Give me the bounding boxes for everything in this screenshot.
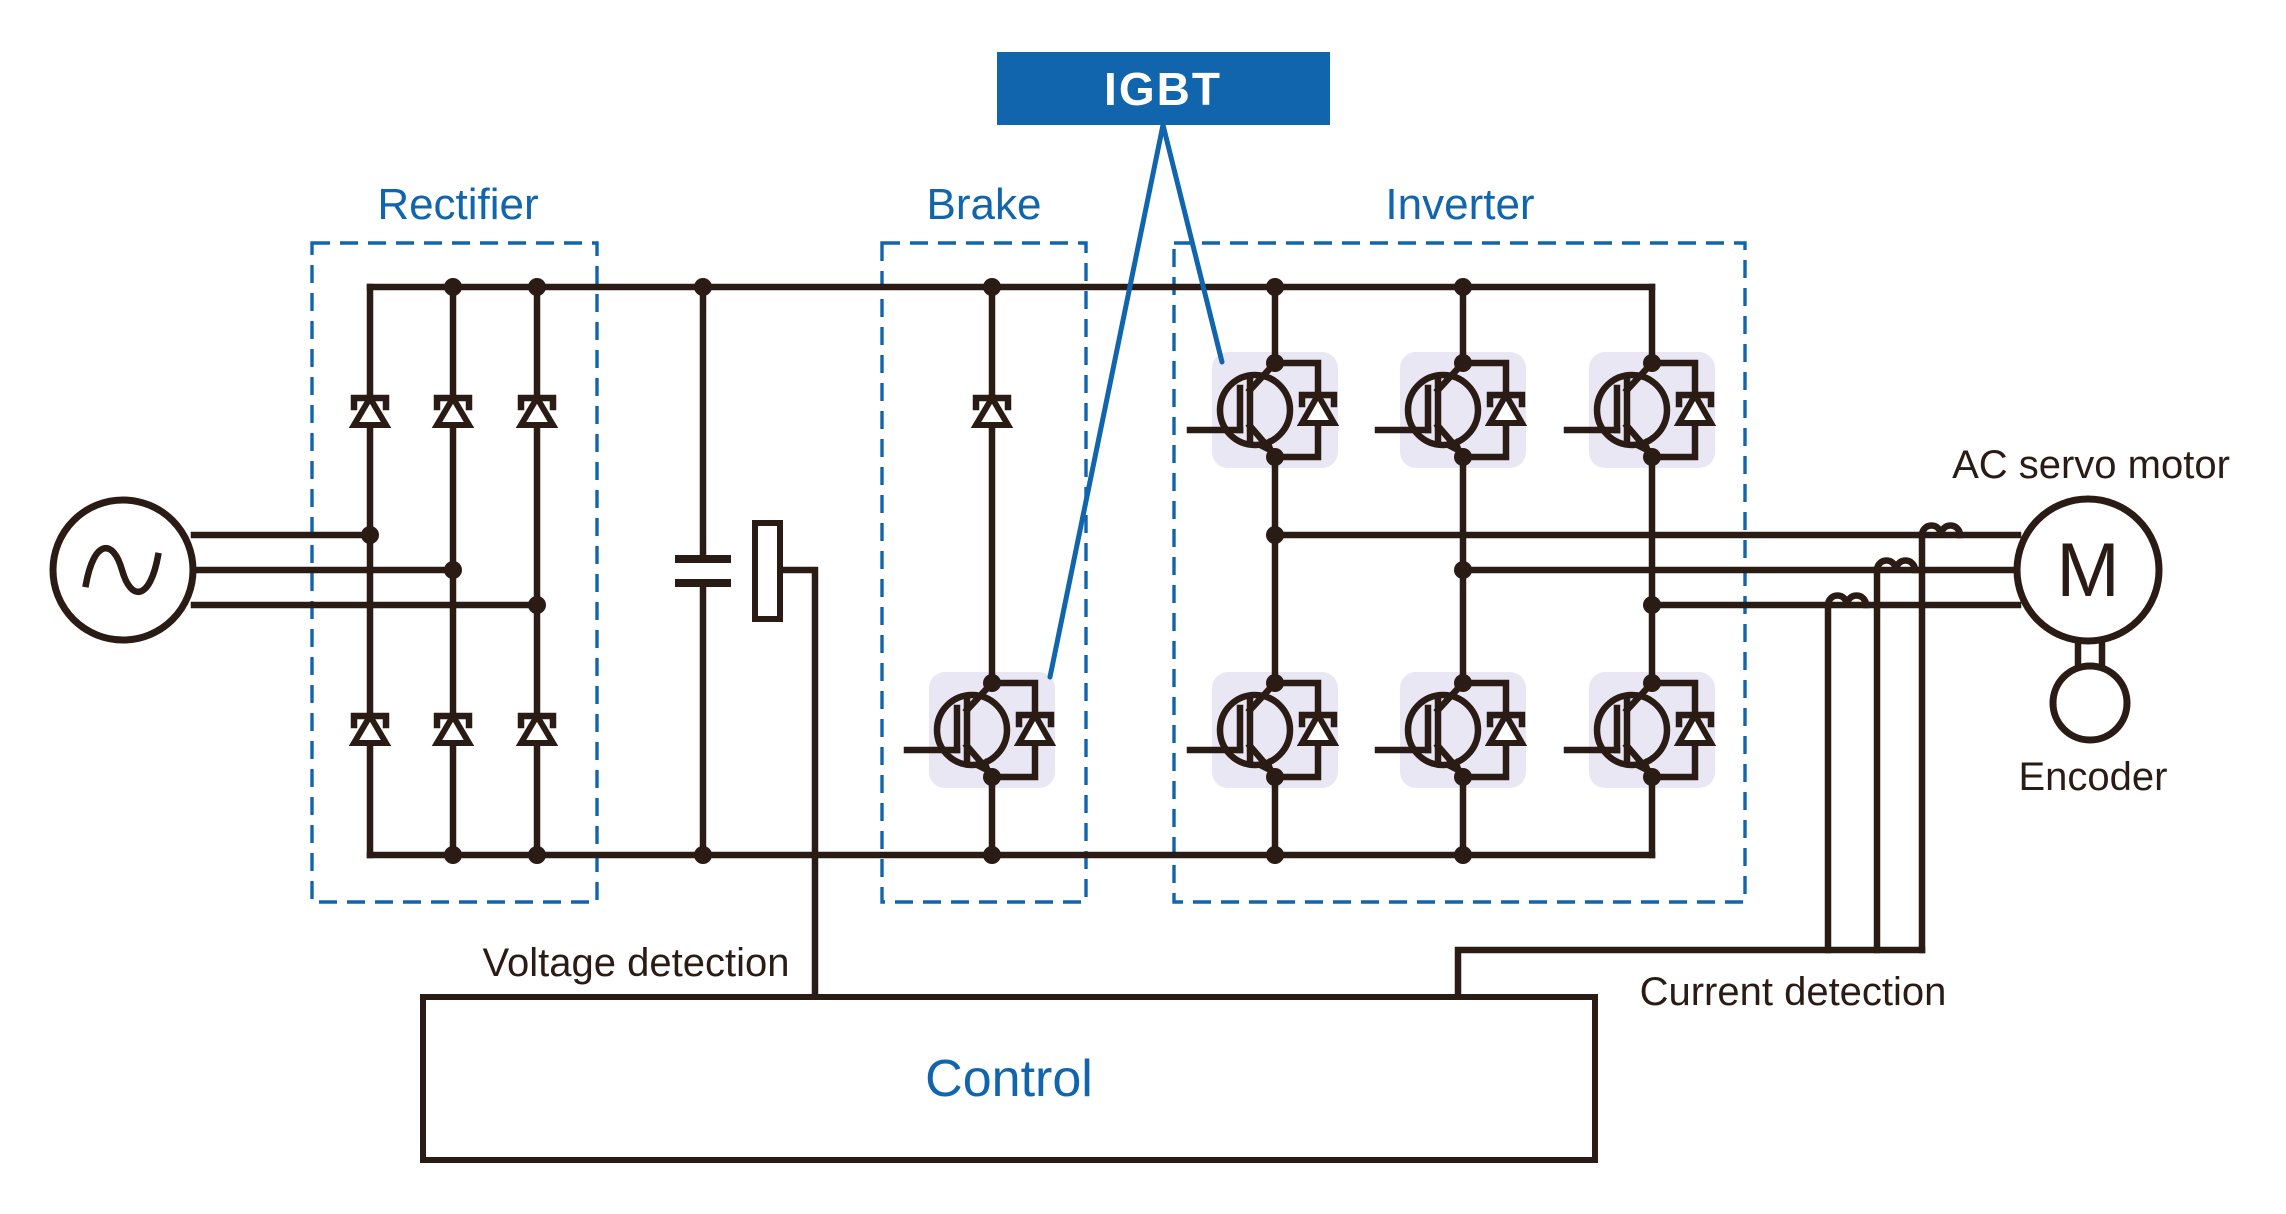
igbt-callout-box	[997, 52, 1330, 125]
brake-label: Brake	[927, 180, 1042, 229]
control-box: Control	[420, 994, 1598, 1163]
rectifier-section-box	[310, 241, 599, 904]
diode-icon	[976, 398, 1008, 425]
voltage-sense-resistor-icon	[752, 520, 783, 622]
encoder-label: Encoder	[2019, 755, 2168, 799]
diode-icon	[521, 398, 553, 425]
junction-dots	[361, 278, 1661, 864]
igbt-callout-label: IGBT	[1104, 63, 1222, 115]
igbt-pointer-line	[1047, 122, 1166, 680]
control-label: Control	[925, 1050, 1093, 1108]
diode-icon	[437, 398, 469, 425]
encoder-icon	[2049, 662, 2131, 744]
diode-icon	[521, 716, 553, 743]
igbt-highlight-backgrounds	[929, 352, 1715, 788]
diode-icon	[354, 398, 386, 425]
current-detection-label: Current detection	[1640, 970, 1947, 1014]
wiring	[190, 283, 2106, 1001]
igbt-pointer-line	[1160, 122, 1225, 365]
ac-servo-motor-label: AC servo motor	[1952, 443, 2230, 487]
diode-icon	[437, 716, 469, 743]
motor-icon: M	[2013, 495, 2163, 645]
rectifier-label: Rectifier	[377, 180, 538, 229]
inverter-label: Inverter	[1385, 180, 1534, 229]
igbt-callout: IGBT	[997, 52, 1330, 680]
brake-section-box	[880, 241, 1088, 904]
ac-source-icon	[49, 496, 197, 644]
motor-symbol: M	[2056, 528, 2119, 613]
diode-icon	[354, 716, 386, 743]
voltage-detection-label: Voltage detection	[483, 941, 790, 985]
